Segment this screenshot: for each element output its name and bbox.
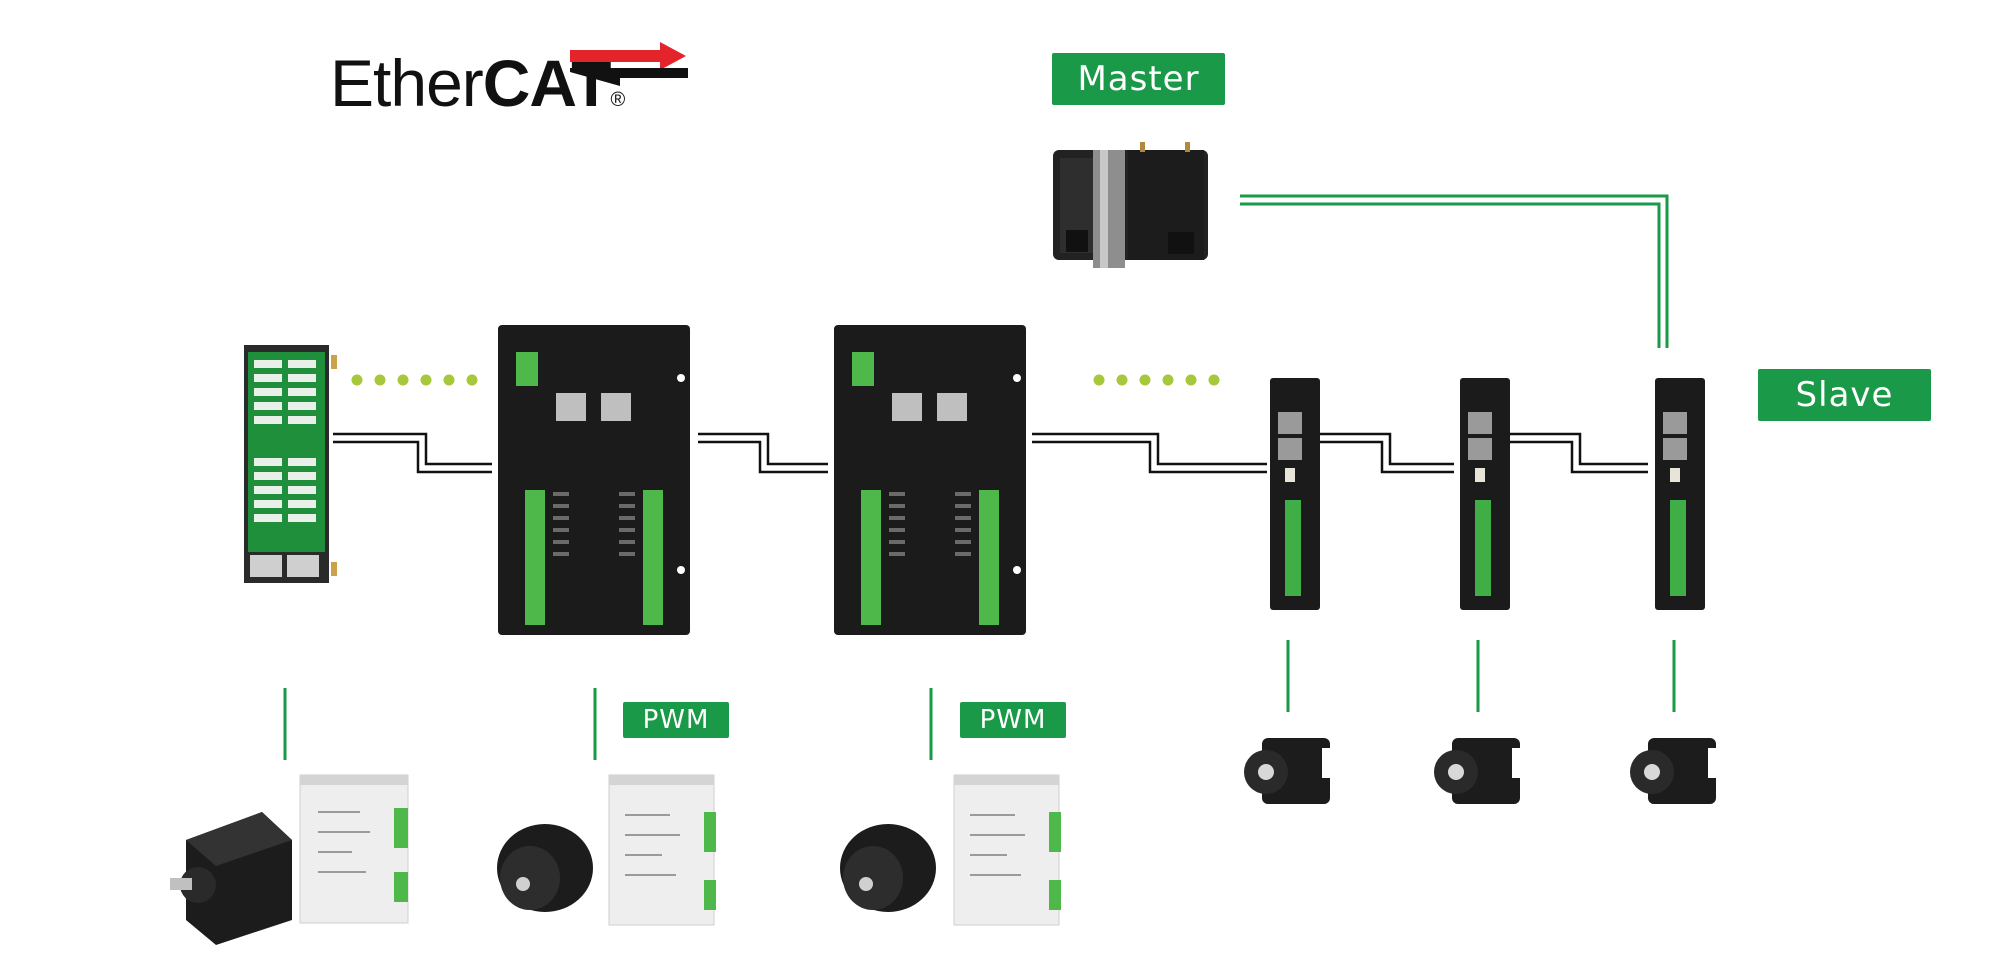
pwm-label-2: PWM bbox=[960, 702, 1066, 738]
stepper-motor-icon bbox=[170, 812, 292, 945]
servo-motor-2-icon bbox=[1434, 738, 1522, 804]
servo-drive-1-icon bbox=[1270, 378, 1320, 610]
logo-arrows-icon bbox=[570, 42, 688, 86]
servo-drive-3-icon bbox=[1655, 378, 1705, 610]
eio-module-2-icon bbox=[834, 325, 1026, 635]
io-module-board-icon bbox=[244, 345, 337, 583]
servo-motor-1-icon bbox=[1244, 738, 1332, 804]
stepper-driver-1-icon bbox=[299, 774, 409, 924]
bus-segment-2 bbox=[698, 432, 828, 474]
master-controller-icon bbox=[1053, 142, 1208, 268]
bus-segment-4 bbox=[1314, 432, 1454, 474]
pwm-label-1: PWM bbox=[623, 702, 729, 738]
servo-drive-2-icon bbox=[1460, 378, 1510, 610]
dots-right bbox=[1093, 374, 1220, 386]
master-label: Master bbox=[1052, 53, 1225, 105]
bus-segment-5 bbox=[1504, 432, 1648, 474]
bldc-motor-1-icon bbox=[497, 824, 593, 912]
motor-driver-2-icon bbox=[608, 774, 716, 926]
drop-lines bbox=[283, 640, 1676, 760]
bus-segment-3 bbox=[1032, 432, 1267, 474]
logo-text-light: Ether bbox=[330, 46, 484, 120]
eio-module-1-icon bbox=[498, 325, 690, 635]
dots-left bbox=[351, 374, 478, 386]
servo-motor-3-icon bbox=[1630, 738, 1718, 804]
slave-label: Slave bbox=[1758, 369, 1931, 421]
motor-driver-3-icon bbox=[953, 774, 1061, 926]
bldc-motor-2-icon bbox=[840, 824, 936, 912]
logo-registered-mark: ® bbox=[610, 89, 626, 111]
bus-segment-1 bbox=[333, 432, 492, 474]
master-link bbox=[1240, 194, 1669, 348]
